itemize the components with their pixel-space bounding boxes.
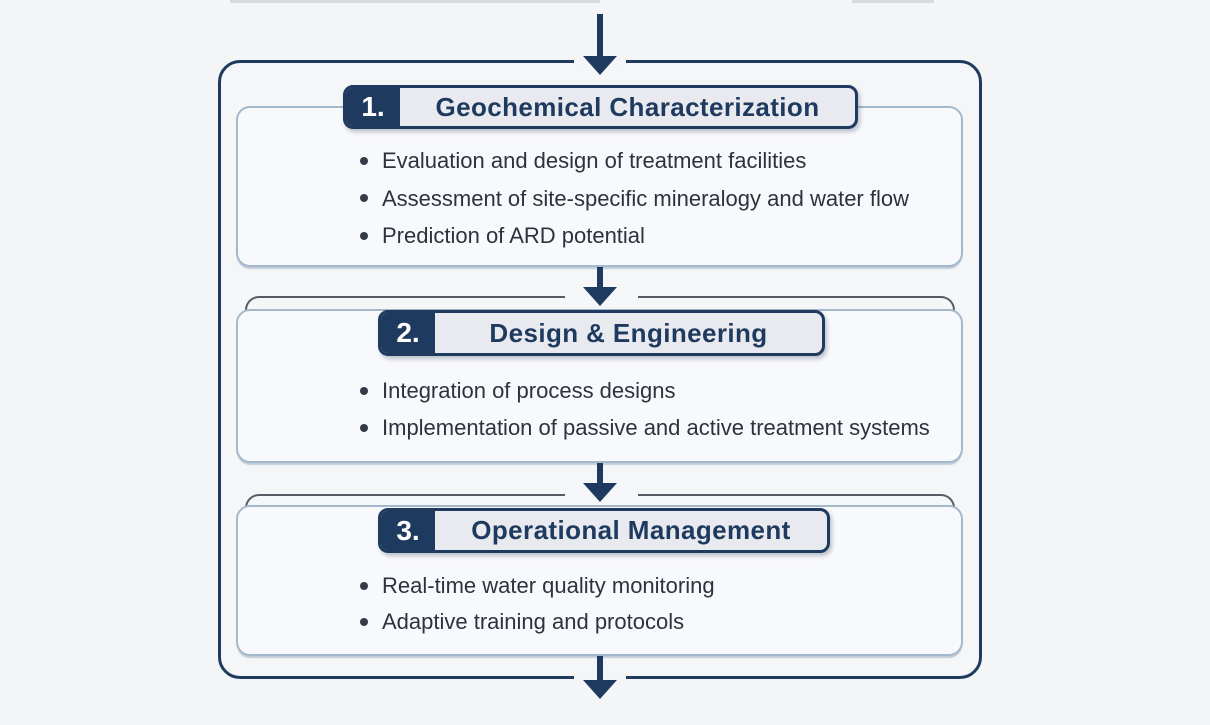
bullet-dot-icon [360, 386, 368, 395]
bullet-dot-icon [360, 231, 368, 240]
stage-2-echo-line-right [638, 296, 955, 310]
exit-arrow-stem-icon [597, 656, 603, 682]
stage-1-title: Geochemical Characterization [435, 91, 820, 122]
stage-1-bullets: Evaluation and design of treatment facil… [360, 142, 909, 255]
bullet-text: Assessment of site-specific mineralogy a… [382, 185, 909, 211]
stage-1-number: 1. [346, 88, 400, 126]
bullet-text: Adaptive training and protocols [382, 609, 685, 634]
bullet-text: Integration of process designs [382, 378, 676, 403]
arrow-1-stem-icon [597, 267, 603, 289]
stage-3-badge: 3. Operational Management [378, 508, 830, 553]
stage-3-echo-line-left [245, 494, 565, 508]
bullet-item: Adaptive training and protocols [360, 604, 715, 640]
bullet-item: Assessment of site-specific mineralogy a… [360, 180, 909, 218]
bullet-text: Implementation of passive and active tre… [382, 415, 930, 440]
bullet-item: Implementation of passive and active tre… [360, 409, 930, 446]
bullet-item: Integration of process designs [360, 372, 930, 409]
top-crop-remnant-left [230, 0, 600, 3]
entry-arrow-stem-icon [597, 14, 603, 60]
top-crop-remnant-right [852, 0, 934, 3]
stage-3-title: Operational Management [471, 515, 791, 545]
bullet-text: Prediction of ARD potential [382, 223, 645, 248]
stage-1-box [236, 106, 963, 267]
bullet-item: Real-time water quality monitoring [360, 568, 715, 604]
arrow-2-down-icon [583, 483, 617, 502]
bullet-dot-icon [360, 194, 368, 203]
exit-arrow-down-icon [583, 680, 617, 699]
arrow-2-stem-icon [597, 463, 603, 485]
bullet-text: Evaluation and design of treatment facil… [382, 148, 807, 173]
stage-2-number: 2. [381, 313, 435, 353]
stage-1-badge: 1. Geochemical Characterization [343, 85, 858, 129]
stage-3-number: 3. [381, 511, 435, 550]
stage-2-title: Design & Engineering [489, 317, 768, 348]
stage-3-bullets: Real-time water quality monitoring Adapt… [360, 568, 715, 640]
stage-2-badge: 2. Design & Engineering [378, 310, 825, 356]
stage-2-bullets: Integration of process designs Implement… [360, 372, 930, 446]
arrow-1-down-icon [583, 287, 617, 306]
bullet-dot-icon [360, 423, 368, 432]
bullet-text: Real-time water quality monitoring [382, 573, 715, 598]
stage-2-echo-line-left [245, 296, 565, 310]
bullet-item: Prediction of ARD potential [360, 217, 909, 255]
bullet-dot-icon [360, 582, 368, 590]
bullet-item: Evaluation and design of treatment facil… [360, 142, 909, 180]
bullet-dot-icon [360, 618, 368, 626]
entry-arrow-down-icon [583, 56, 617, 75]
bullet-dot-icon [360, 156, 368, 165]
